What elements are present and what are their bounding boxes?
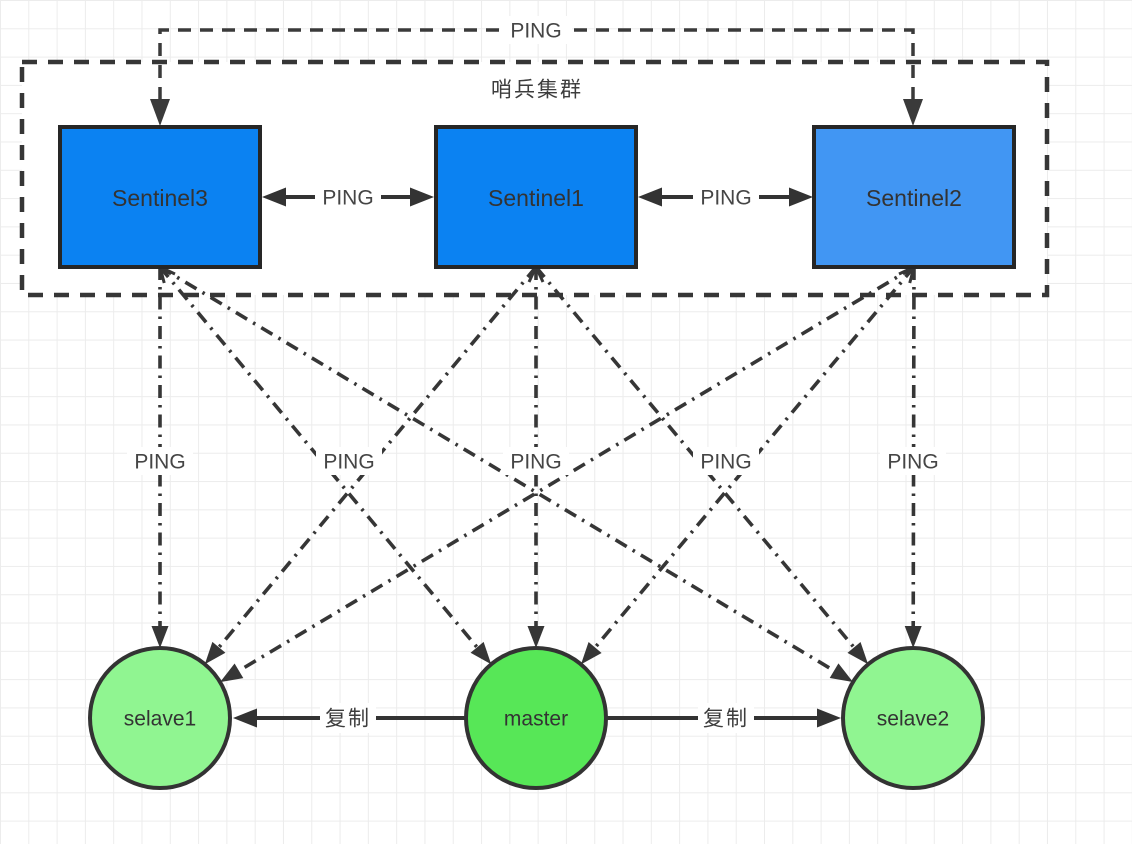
monitor-ping-label-bg <box>693 447 759 475</box>
ping-loop-arrowhead-left-icon <box>150 99 170 126</box>
monitor-link-sentinel3-master <box>158 265 482 652</box>
replicate-left-label-bg <box>320 703 376 733</box>
monitor-ping-label-bg <box>880 447 946 475</box>
arrowhead-left-icon <box>262 187 286 207</box>
arrowhead-left-icon <box>233 708 257 728</box>
arrowhead-right-icon <box>410 187 434 207</box>
monitor-link-sentinel2-master <box>591 265 916 652</box>
replicate-right-label-bg <box>698 703 754 733</box>
monitor-ping-label-2: PING <box>323 451 374 474</box>
monitor-ping-label-bg <box>127 447 193 475</box>
ping-loop-arrowhead-right-icon <box>903 99 923 126</box>
selave2-node <box>841 646 985 790</box>
monitor-link-sentinel1-selave1 <box>214 265 538 652</box>
replicate-link-master-selave1-label: 复制 <box>325 708 371 731</box>
monitor-link-sentinel1-selave1-arrowhead-icon <box>204 641 226 665</box>
monitor-link-sentinel3-selave2-arrowhead-icon <box>829 663 853 683</box>
monitor-link-sentinel2-selave1 <box>234 265 915 675</box>
monitor-link-sentinel1-selave2 <box>534 265 858 652</box>
sentinel2-box <box>812 125 1016 269</box>
arrowhead-right-icon <box>789 187 813 207</box>
ping-link-s3-s1-label-bg <box>315 183 381 211</box>
sentinel3-label: Sentinel3 <box>112 185 208 211</box>
ping-loop-label-bg <box>500 16 572 44</box>
monitor-ping-label-bg <box>316 447 382 475</box>
monitor-ping-label-3: PING <box>510 451 561 474</box>
monitor-link-sentinel1-master-arrowhead-icon <box>527 626 545 648</box>
monitor-ping-label-1: PING <box>134 451 185 474</box>
selave2-label: selave2 <box>877 708 949 731</box>
ping-link-s1-s2-label-bg <box>693 183 759 211</box>
master-label: master <box>504 708 568 731</box>
monitor-ping-label-5: PING <box>887 451 938 474</box>
monitor-ping-label-4: PING <box>700 451 751 474</box>
ping-link-s3-s1-label: PING <box>322 187 373 210</box>
monitor-link-sentinel1-selave2-arrowhead-icon <box>847 641 869 665</box>
monitor-ping-label-bg <box>503 447 569 475</box>
sentinel2-label: Sentinel2 <box>866 185 962 211</box>
monitor-link-sentinel3-selave1-arrowhead-icon <box>151 626 169 648</box>
ping-link-s1-s2-label: PING <box>700 187 751 210</box>
sentinel1-box <box>434 125 638 269</box>
ping-loop-label: PING <box>510 20 561 43</box>
replicate-link-master-selave2-label: 复制 <box>703 708 749 731</box>
monitor-link-sentinel3-master-arrowhead-icon <box>470 641 492 665</box>
monitor-link-sentinel2-selave2-arrowhead-icon <box>904 625 922 649</box>
monitor-link-sentinel2-selave1-arrowhead-icon <box>220 663 244 683</box>
arrowhead-right-icon <box>817 708 841 728</box>
sentinel-cluster-title: 哨兵集群 <box>491 79 583 102</box>
arrowhead-left-icon <box>638 187 662 207</box>
monitor-link-sentinel3-selave2 <box>159 265 839 675</box>
monitor-link-sentinel2-master-arrowhead-icon <box>580 642 602 665</box>
selave1-label: selave1 <box>124 708 196 731</box>
monitor-ping-labels: PING PING PING PING PING <box>127 447 946 475</box>
sentinel1-label: Sentinel1 <box>488 185 584 211</box>
sentinel3-box <box>58 125 262 269</box>
selave1-node <box>88 646 232 790</box>
